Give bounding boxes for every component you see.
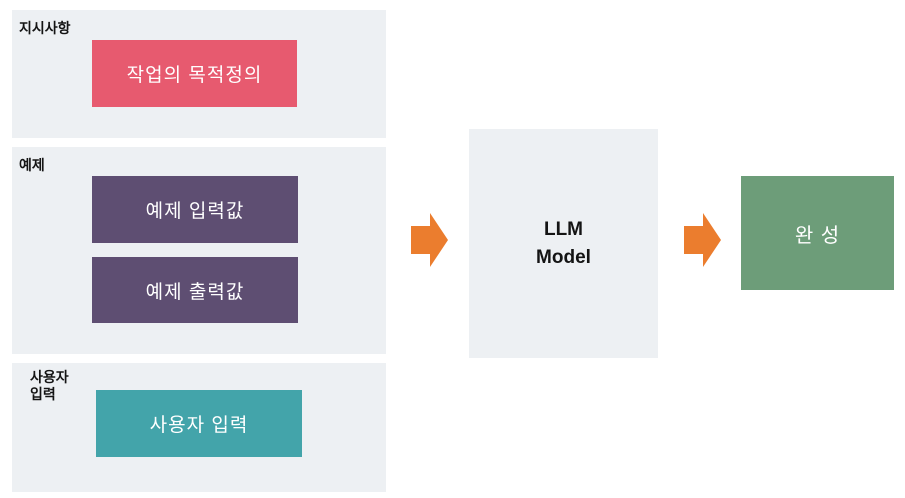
llm-model-box-line1: LLM: [543, 218, 584, 240]
example-input-box: 예제 입력값: [92, 176, 298, 243]
task-purpose-box-label: 작업의 목적정의: [126, 65, 263, 86]
task-purpose-box: 작업의 목적정의: [92, 40, 297, 107]
example-output-box-label: 예제 출력값: [145, 281, 245, 303]
arrow-right-icon: [411, 213, 448, 267]
example-output-box: 예제 출력값: [92, 257, 298, 323]
section-user-input-label: 사용자 입력: [30, 369, 69, 402]
llm-model-box: LLM Model: [469, 129, 658, 358]
arrow-right-icon: [684, 213, 721, 267]
user-input-box: 사용자 입력: [96, 390, 302, 457]
completion-box: 완 성: [741, 176, 894, 290]
section-examples-label: 예제: [19, 157, 45, 173]
section-instructions-label: 지시사항: [19, 20, 71, 36]
example-input-box-label: 예제 입력값: [145, 201, 245, 222]
llm-model-box-line2: Model: [536, 246, 591, 268]
completion-box-label: 완 성: [794, 224, 841, 247]
user-input-box-label: 사용자 입력: [149, 415, 249, 436]
